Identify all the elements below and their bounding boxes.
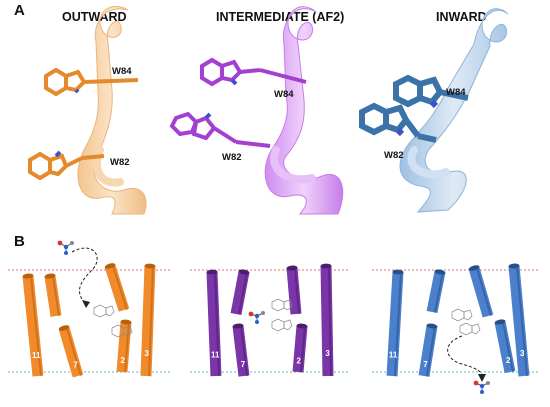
sidechain-w82-inward [359, 102, 437, 143]
title-inward: INWARD [436, 10, 487, 24]
label-w84-inward: W84 [446, 87, 466, 98]
helix-cap [434, 269, 446, 275]
helix-shade [238, 271, 248, 315]
helix-cap [238, 269, 250, 275]
helix-cap [508, 263, 520, 269]
helix-cylinder [508, 265, 530, 377]
helix-label: 7 [423, 360, 428, 369]
label-w84-intermediate: W84 [274, 89, 294, 100]
helix-cap [468, 265, 480, 271]
helices-intermediate: 11 7 2 3 [206, 263, 334, 377]
helix-cap [44, 273, 56, 279]
helix-cylinder [116, 321, 132, 373]
helix-cylinder [230, 270, 250, 316]
helix-label: 2 [506, 356, 511, 365]
helix-shade [426, 325, 436, 377]
helix-label: 7 [73, 360, 78, 369]
helix-cylinder [22, 275, 44, 377]
helix-shade [294, 267, 300, 315]
helix-cylinder [292, 325, 308, 373]
helix-cylinder [426, 270, 446, 314]
title-intermediate: INTERMEDIATE (AF2) [216, 10, 345, 24]
tryptophan-sketch-intermediate [271, 298, 293, 332]
helix-cap [120, 319, 132, 325]
helix-shade [502, 321, 514, 373]
helix-shade [516, 265, 528, 377]
transport-arrow-outward [71, 247, 98, 308]
helix-shade [434, 271, 444, 313]
helices-inward: 11 7 23 [386, 263, 530, 377]
helix-cylinder [468, 266, 494, 318]
label-w82-intermediate: W82 [222, 152, 242, 163]
transport-arrow-inward [447, 335, 486, 382]
helix-label: 3 [144, 349, 149, 358]
helix-shade [112, 265, 128, 311]
helices-outward: 11 7 2 3 [22, 263, 156, 378]
helix-cylinder [286, 267, 302, 315]
label-w82-inward: W82 [384, 150, 404, 161]
helix-label: 2 [120, 356, 125, 365]
helix-label: 3 [325, 349, 330, 358]
sidechain-w82-outward [28, 150, 105, 181]
helix-shade [124, 321, 130, 373]
helix-cap [494, 319, 506, 325]
label-w84-outward: W84 [112, 66, 132, 77]
panel-b-letter: B [14, 233, 25, 250]
helix-cylinder [232, 325, 250, 377]
helix-cylinder [494, 320, 516, 374]
helix-shade [476, 267, 492, 317]
helix-cap [286, 265, 298, 271]
sidechain-w82-intermediate [169, 111, 271, 148]
helix-cap [426, 323, 438, 329]
substrate-molecule-icon [473, 380, 490, 394]
helix-label: 11 [211, 350, 220, 359]
helix-cap [144, 263, 156, 269]
helix-cylinder [140, 265, 156, 377]
helix-cap [392, 269, 404, 275]
helix-shade [394, 271, 402, 377]
helix-cylinder [206, 271, 222, 377]
helix-cylinder [44, 275, 62, 317]
helix-cap [104, 263, 116, 269]
ribbon-outward [77, 5, 147, 215]
helix-cap [206, 269, 218, 275]
helix-shade [240, 325, 248, 377]
tryptophan-sketch-outward [93, 304, 133, 338]
ribbon-intermediate [264, 6, 344, 215]
sidechain-w84-outward [44, 67, 139, 97]
substrate-molecule-icon [248, 311, 265, 324]
helix-label: 11 [389, 350, 398, 359]
helix-shade [328, 265, 332, 377]
helix-cylinder [386, 271, 404, 377]
helix-label: 7 [241, 360, 246, 369]
sidechain-w84-inward [393, 74, 469, 109]
tryptophan-sketch-inward [451, 308, 481, 336]
substrate-molecule-icon [57, 240, 74, 255]
label-w82-outward: W82 [110, 157, 130, 168]
helix-shade [300, 325, 306, 373]
helix-shade [214, 271, 220, 377]
helix-cap [58, 325, 70, 331]
title-outward: OUTWARD [62, 10, 127, 24]
helix-cap [232, 323, 244, 329]
helix-label: 2 [296, 357, 301, 366]
helix-cap [320, 263, 332, 269]
helix-cylinder [320, 265, 334, 377]
panel-a-letter: A [14, 2, 25, 19]
helix-label: 11 [32, 351, 41, 360]
helix-cylinder [418, 325, 438, 377]
helix-cylinder [104, 264, 130, 312]
ribbon-inward [399, 8, 509, 213]
helix-cap [22, 273, 34, 279]
helix-shade [148, 265, 154, 377]
helix-cylinder [58, 326, 84, 378]
helix-shade [52, 275, 60, 317]
helix-cap [296, 323, 308, 329]
helix-label: 3 [520, 349, 525, 358]
helix-shade [30, 275, 42, 377]
sidechain-w84-intermediate [200, 57, 307, 87]
helix-shade [66, 327, 82, 377]
